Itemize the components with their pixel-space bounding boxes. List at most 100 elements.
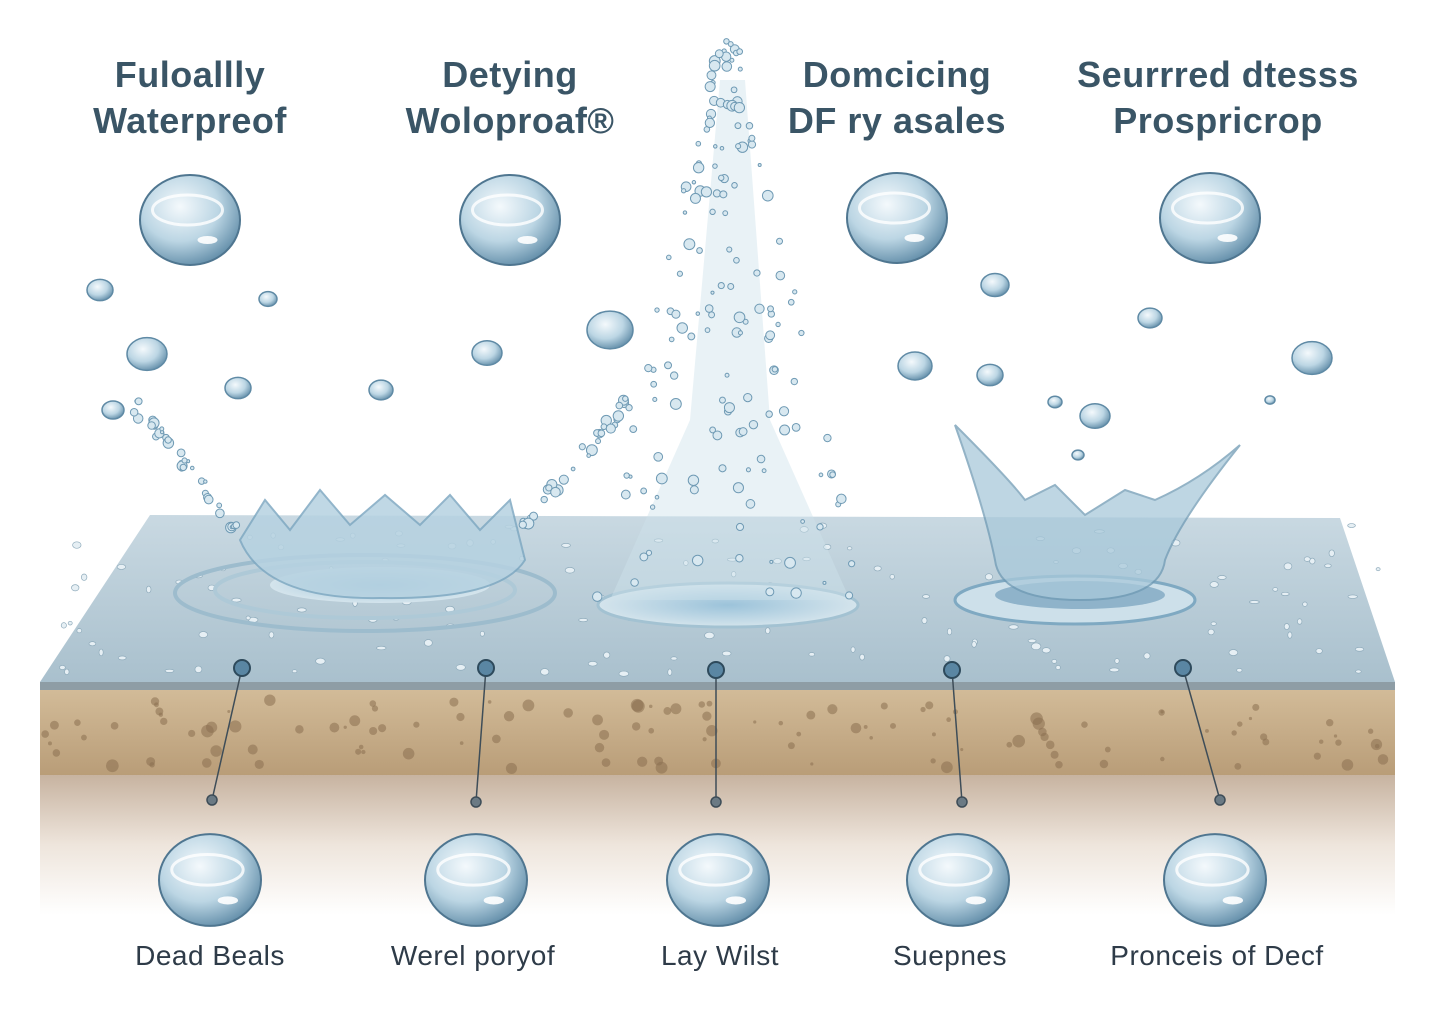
spray-droplet: [729, 57, 735, 63]
droplet-body: [1163, 833, 1267, 927]
pore: [402, 747, 415, 760]
surface-bead: [921, 617, 928, 624]
spray-droplet: [722, 210, 729, 217]
surface-bead: [850, 646, 856, 653]
surface-bead: [1207, 628, 1215, 636]
pore: [1081, 721, 1088, 728]
surface-bead: [81, 573, 88, 581]
pore: [343, 725, 347, 729]
spray-droplet: [708, 59, 721, 72]
droplet-glint: [197, 236, 218, 244]
spray-droplet: [784, 556, 796, 569]
spray-droplet: [731, 182, 738, 189]
bottom-droplet-2: [424, 833, 528, 927]
pore: [1099, 759, 1109, 769]
surface-bead: [1027, 638, 1037, 643]
spray-droplet: [708, 311, 716, 319]
spray-droplet: [779, 424, 791, 436]
droplet-glint: [1217, 234, 1238, 242]
pore: [1326, 719, 1334, 727]
surface-bead: [1114, 658, 1120, 664]
pore: [210, 745, 222, 757]
surface-bead: [1143, 652, 1151, 660]
surface-bead: [455, 664, 466, 671]
splash-droplet: [586, 453, 591, 458]
floating-droplet: [1291, 340, 1333, 376]
spray-droplet: [726, 246, 733, 253]
surface-bead: [315, 657, 326, 665]
surface-bead: [231, 597, 242, 603]
droplet-glint: [483, 896, 505, 905]
splash-droplet: [597, 429, 606, 438]
spray-droplet: [669, 371, 679, 380]
splash-droplet: [176, 448, 186, 458]
surface-bead: [88, 641, 97, 647]
spray-droplet: [682, 210, 688, 215]
pore: [806, 710, 816, 720]
surface-bead: [561, 543, 571, 548]
callout-line-1: [211, 667, 243, 801]
surface-bead: [873, 565, 882, 572]
surface-bead: [376, 645, 387, 651]
spray-droplet: [800, 519, 805, 524]
droplet-highlight: [918, 853, 993, 887]
callout-end-4: [956, 796, 968, 808]
pore: [355, 748, 362, 755]
spray-droplet: [734, 122, 742, 130]
top-droplet-3: [846, 172, 948, 264]
pore: [205, 721, 218, 733]
spray-droplet: [748, 134, 756, 142]
spray-droplet: [719, 190, 728, 199]
pore: [880, 702, 888, 710]
pore: [413, 721, 420, 728]
spray-droplet: [692, 162, 705, 174]
pore: [810, 762, 814, 766]
floating-droplet: [1079, 402, 1111, 430]
callout-end-3: [710, 796, 722, 808]
spray-droplet: [735, 522, 745, 532]
pore: [110, 721, 119, 730]
spray-droplet: [787, 298, 795, 306]
splash-droplet: [147, 421, 156, 430]
surface-bead: [1283, 562, 1293, 571]
pore: [1313, 752, 1321, 760]
floating-droplets: [86, 38, 1333, 602]
pore: [47, 741, 52, 746]
surface-bead: [72, 541, 82, 549]
pore: [503, 711, 515, 722]
spray-droplet: [689, 192, 701, 204]
pore: [863, 724, 868, 729]
droplet-glint: [904, 234, 925, 242]
pore: [1248, 716, 1253, 721]
spray-droplet: [592, 591, 603, 602]
spray-droplet: [630, 578, 639, 587]
pore: [522, 699, 535, 712]
surface-bead: [1217, 575, 1227, 580]
surface-bead: [1315, 648, 1323, 654]
spray-droplet: [723, 38, 730, 45]
spray-droplet: [790, 377, 799, 386]
pore: [631, 722, 641, 731]
droplet-highlight: [678, 853, 753, 887]
bottom-droplet-1: [158, 833, 262, 927]
pore: [655, 761, 668, 774]
floating-droplet: [586, 310, 634, 350]
pore: [358, 744, 364, 750]
splash-droplet: [189, 465, 195, 471]
pore: [648, 727, 655, 734]
surface-bead: [198, 631, 208, 638]
pore: [1006, 741, 1013, 748]
pore: [74, 719, 81, 726]
droplet-body: [424, 833, 528, 927]
crown-splash-3: [953, 424, 1241, 626]
pore: [925, 701, 934, 710]
spray-droplet: [765, 587, 775, 597]
pore: [378, 724, 387, 733]
callout-pin-2: [477, 659, 495, 677]
splash-droplet: [203, 479, 208, 484]
floating-droplet: [1264, 395, 1276, 405]
pore: [563, 708, 573, 718]
spray-droplet: [718, 464, 727, 473]
spray-droplet: [652, 396, 658, 402]
pore: [827, 704, 838, 715]
